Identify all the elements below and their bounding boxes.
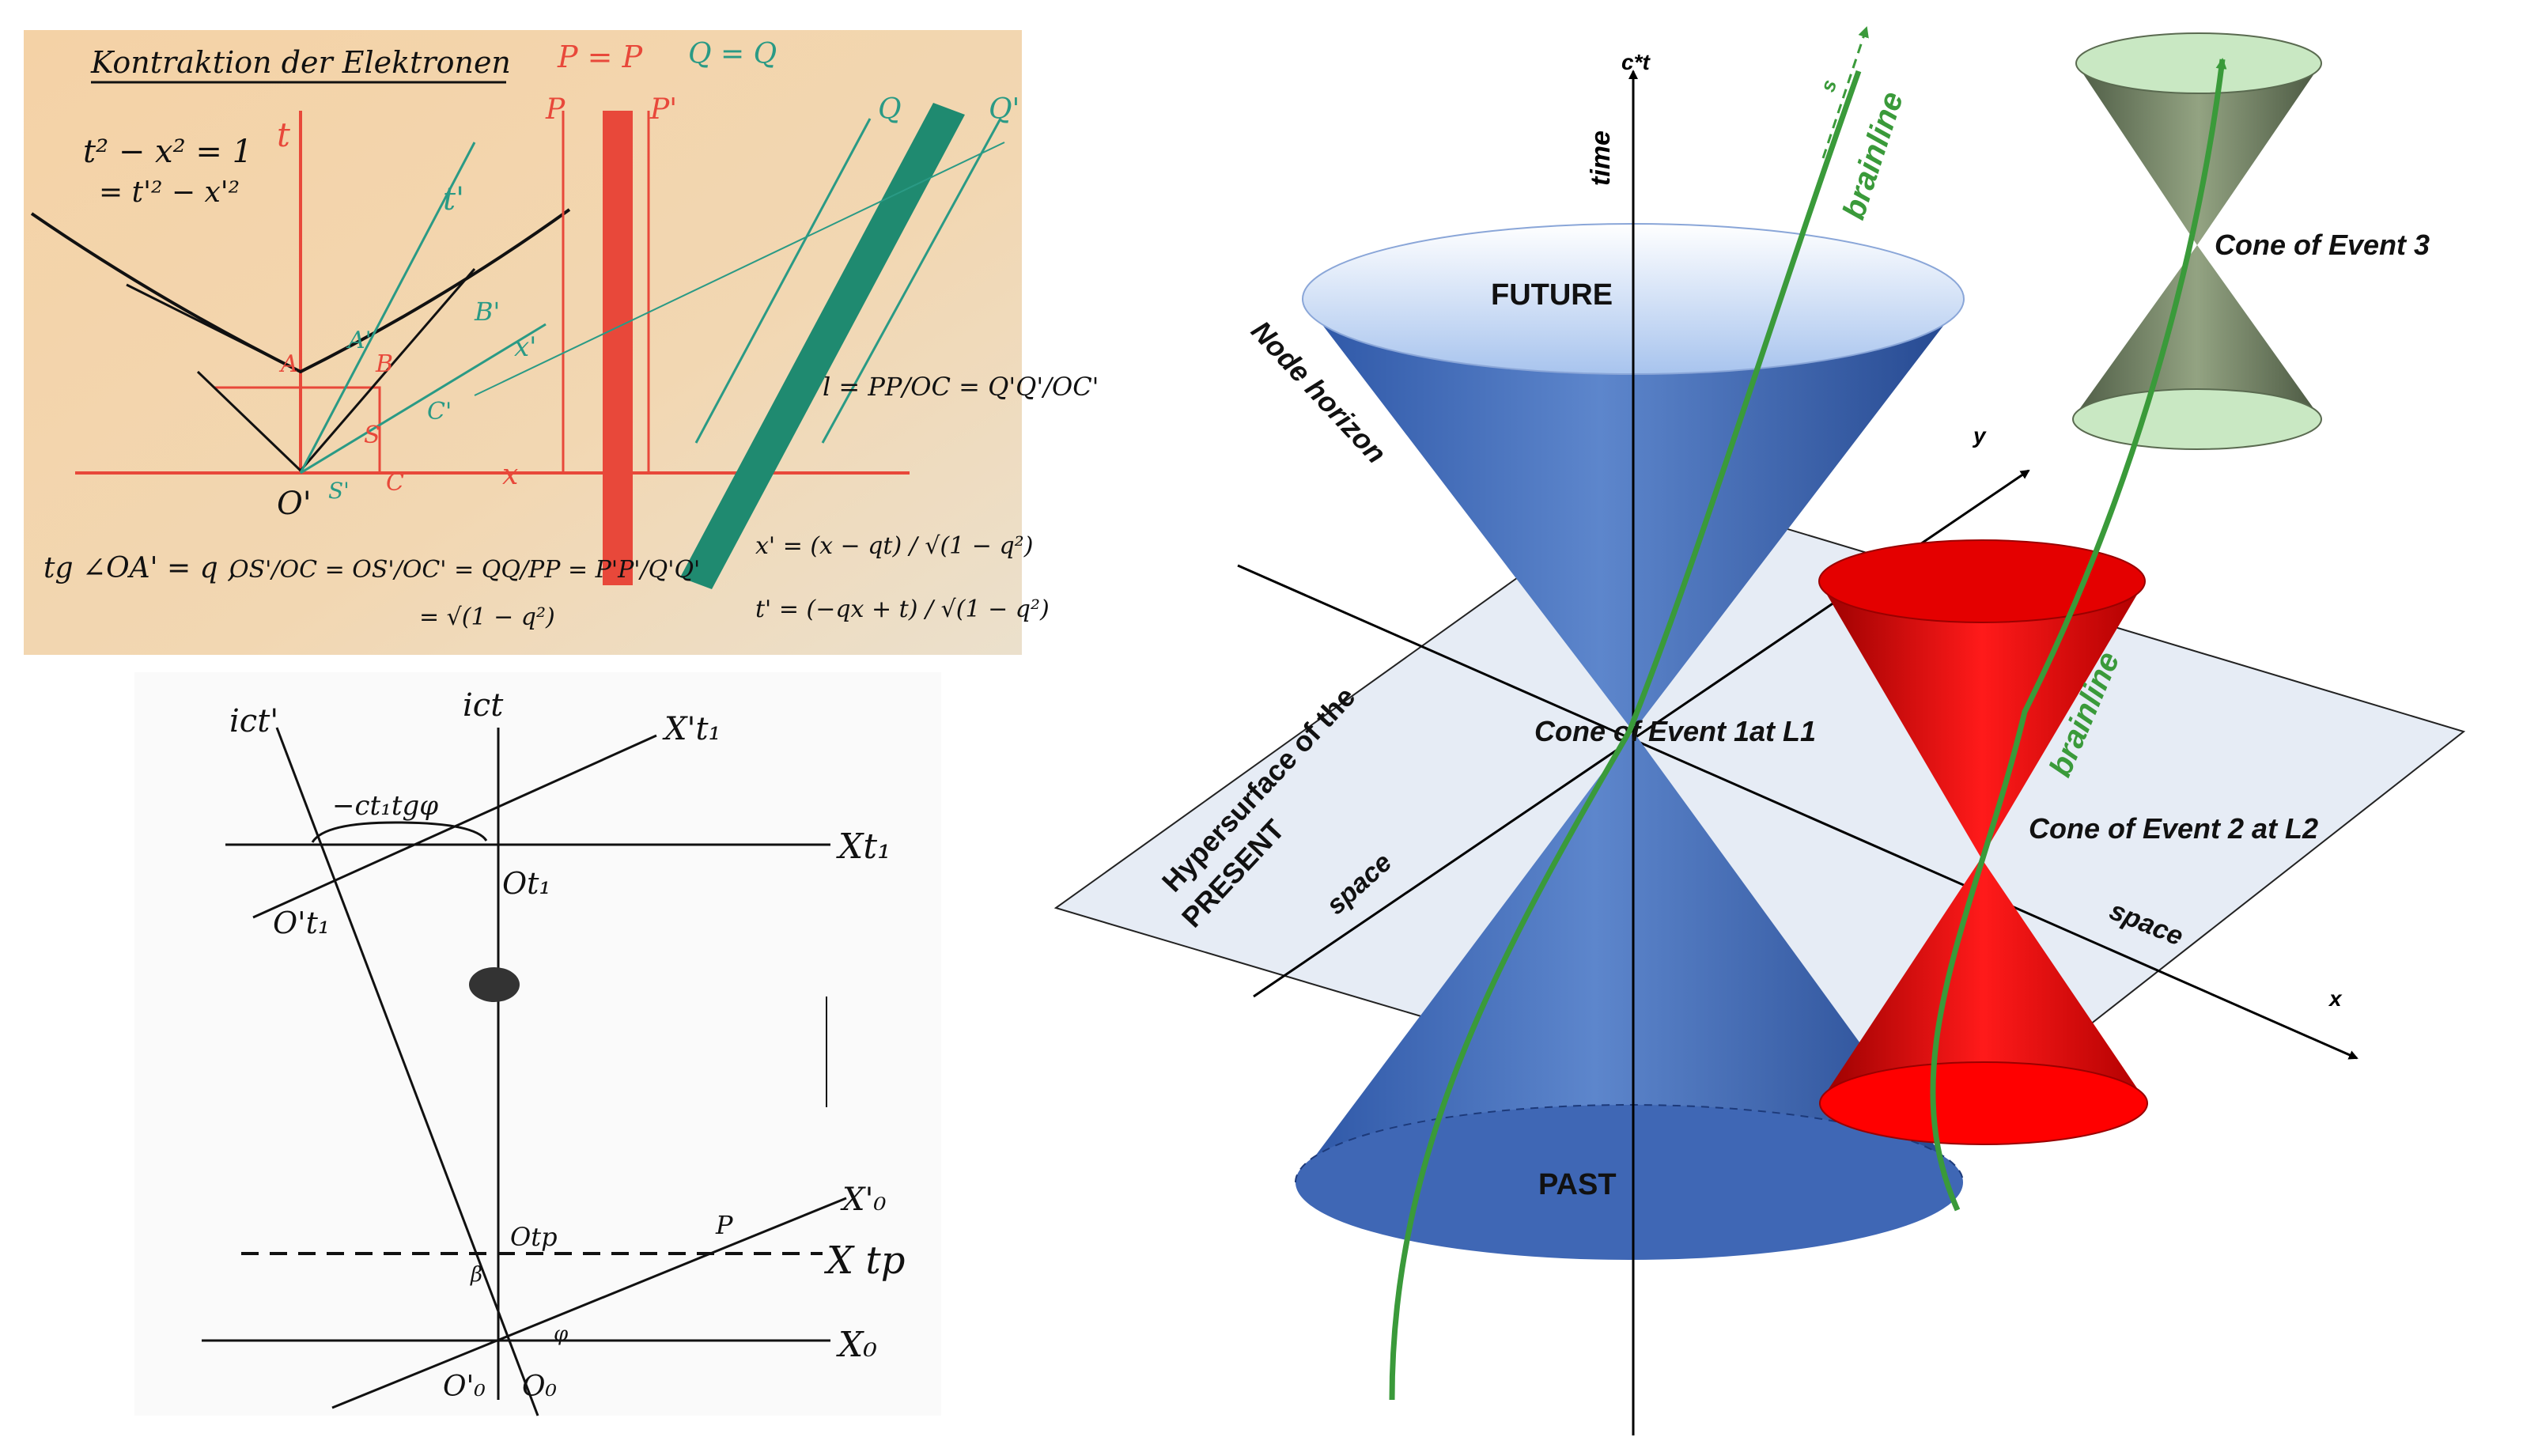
origin-t1-prime: O't₁ <box>273 906 330 940</box>
eq-hyperbola-2: = t'² − x'² <box>99 176 240 209</box>
event2-cone-base <box>1819 1061 2148 1145</box>
axis-x-prime-line <box>300 323 547 475</box>
origin-tp: Otp <box>510 1222 558 1252</box>
legend-pp: P = P <box>557 40 644 74</box>
axis-x0-prime-label: X'₀ <box>840 1182 887 1218</box>
hyperbola-inner <box>126 283 301 373</box>
label-past: PAST <box>1538 1168 1617 1201</box>
label-dt: −ct₁tgφ <box>332 790 438 822</box>
origin-t1: Ot₁ <box>502 866 551 901</box>
axis-time-top-label: c*t <box>1621 50 1651 74</box>
past-cone-base <box>1296 1105 1963 1260</box>
panel-light-cones: x y c*t time FUTURE PAST Node horizon Hy… <box>1053 26 2466 1435</box>
point-Q-prime: Q' <box>989 93 1019 126</box>
teal-guide-left <box>694 118 872 444</box>
origin-label: O' <box>277 486 312 522</box>
eq-hyperbola-1: t² − x² = 1 <box>83 134 252 170</box>
point-Q: Q <box>878 93 902 126</box>
origin-0: O₀ <box>522 1371 557 1403</box>
scan-background <box>134 672 941 1416</box>
eq-lorentz-t: t' = (−qx + t) / √(1 − q²) <box>755 596 1050 623</box>
light-line-left <box>196 370 302 472</box>
brainline-1 <box>1389 70 1862 1401</box>
event3-future-cone <box>2076 63 2321 245</box>
axis-t-prime-label: t' <box>443 181 464 217</box>
point-P-prime: P' <box>649 93 677 126</box>
point-A-prime: A' <box>346 327 372 354</box>
manuscript-heading: Kontraktion der Elektronen <box>90 45 511 80</box>
label-future: FUTURE <box>1491 278 1613 312</box>
eq-length: l = PP/OC = Q'Q'/OC' <box>823 372 1099 402</box>
axis-x-prime-label: x' <box>514 331 537 363</box>
point-C: C <box>386 469 404 497</box>
axis-t-prime-line <box>299 142 476 474</box>
eq-lorentz-x: x' = (x − qt) / √(1 − q²) <box>755 532 1033 560</box>
label-cone1: Cone of Event 1at L1 <box>1534 715 1816 747</box>
object-blob <box>469 967 520 1002</box>
projection-lines <box>214 386 381 473</box>
eq-sqrt: = √(1 − q²) <box>419 603 555 631</box>
brainline-2 <box>1930 58 2227 1212</box>
axis-x-t1-label: Xt₁ <box>836 826 891 867</box>
teal-bar <box>680 103 965 589</box>
past-cone-rim <box>1295 1104 1964 1183</box>
legend-qq: Q = Q <box>688 38 777 70</box>
panel-scanned-axes: ict ict' X't₁ Xt₁ −ct₁tgφ Ot₁ O't₁ X'₀ X… <box>134 672 941 1416</box>
brainline-arrow-label: s <box>1815 77 1841 95</box>
panel-manuscript-contraction: Kontraktion der Elektronen P = P Q = Q t… <box>24 30 1099 655</box>
label-cone2: Cone of Event 2 at L2 <box>2029 812 2318 845</box>
angle-phi: φ <box>554 1322 569 1346</box>
axis-ict-prime-line <box>275 727 539 1416</box>
red-bar <box>603 111 633 585</box>
axis-x-line <box>1237 564 2358 1060</box>
axis-x-t1-prime-label: X't₁ <box>662 711 721 747</box>
eq-ratios: OS'/OC = OS'/OC' = QQ/PP = P'P'/Q'Q' <box>229 556 700 584</box>
point-A: A <box>278 350 298 378</box>
paper-background <box>24 30 1022 655</box>
axis-ict-label: ict <box>463 687 504 724</box>
axis-x-label: x <box>502 459 518 491</box>
point-B-prime: B' <box>474 297 500 327</box>
point-S-prime: S' <box>328 478 350 504</box>
point-S: S <box>364 422 380 449</box>
event2-cone-top <box>1818 539 2146 623</box>
axis-time-label: time <box>1586 130 1616 186</box>
axis-x0-prime-line <box>331 1197 847 1409</box>
event3-cone-top <box>2075 32 2322 94</box>
axis-x0-label: X₀ <box>836 1325 877 1365</box>
point-C-prime: C' <box>427 398 452 425</box>
event3-past-cone <box>2072 245 2321 419</box>
event3-cone-base <box>2072 388 2322 450</box>
label-cone3: Cone of Event 3 <box>2215 229 2430 261</box>
event2-future-cone <box>1819 581 2145 858</box>
dt-brace <box>311 821 488 843</box>
brainline-1-arrow <box>1821 26 1869 159</box>
past-cone <box>1296 732 1961 1182</box>
axis-t-label: t <box>277 115 290 154</box>
axis-x-label: x <box>2328 986 2343 1011</box>
point-B: B <box>375 350 393 378</box>
axis-xtp-label: X tp <box>823 1239 905 1283</box>
axis-ict-prime-label: ict' <box>229 703 278 739</box>
teal-guide-right <box>821 118 1002 444</box>
point-p: P <box>715 1210 733 1240</box>
eq-tan: tg ∠OA' = q , <box>44 552 236 584</box>
origin-0-prime: O'₀ <box>443 1371 486 1403</box>
teal-cross-line <box>474 142 1005 396</box>
light-line-right <box>299 268 476 471</box>
point-P-left: P <box>545 93 566 126</box>
axis-y-label: y <box>1972 423 1987 448</box>
event2-past-cone <box>1819 858 2147 1103</box>
angle-beta: β <box>470 1263 482 1287</box>
